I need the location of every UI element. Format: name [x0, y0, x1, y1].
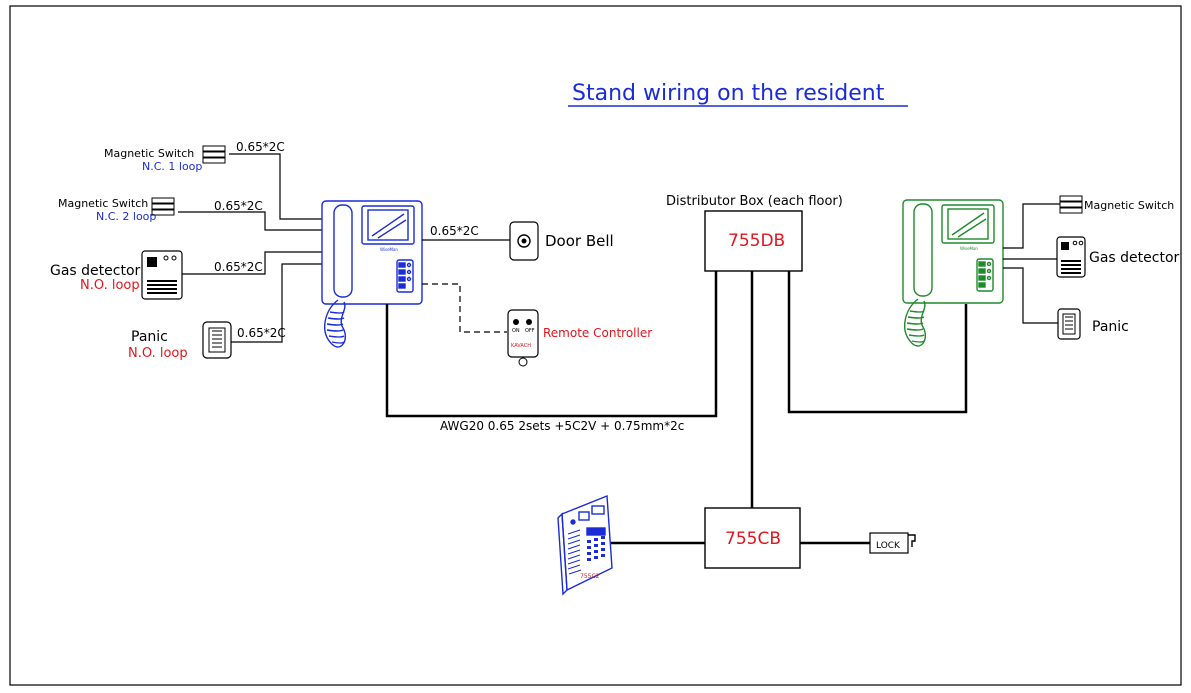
gas-detector-left: Gas detector N.O. loop 0.65*2C	[50, 250, 263, 300]
panic-left: Panic N.O. loop 0.65*2C	[128, 321, 286, 361]
lock-device: LOCK	[869, 532, 916, 554]
svg-text:KAVACH: KAVACH	[511, 343, 531, 349]
door-station-model: 755C2	[580, 573, 600, 580]
gas-detector-right-label: Gas detector	[1089, 250, 1180, 266]
remote-controller-label: Remote Controller	[543, 326, 652, 340]
magnetic-switch-icon	[1059, 195, 1083, 214]
panic-left-loop: N.O. loop	[128, 346, 188, 361]
remote-controller-icon: ON OFF KAVACH	[507, 309, 539, 367]
panic-right-label: Panic	[1092, 319, 1129, 335]
trunk-wires	[385, 271, 968, 545]
gas-detector-left-label: Gas detector	[50, 263, 141, 279]
indoor-monitor-left: WiseMan	[321, 200, 423, 348]
trunk-cable-label: AWG20 0.65 2sets +5C2V + 0.75mm*2c	[440, 419, 684, 433]
lock-label: LOCK	[876, 541, 901, 551]
door-bell-icon	[509, 221, 539, 261]
magnetic-switch-icon	[151, 197, 175, 216]
svg-text:OFF: OFF	[525, 328, 535, 334]
gas-detector-right: Gas detector	[1056, 236, 1180, 278]
gas-detector-left-cable: 0.65*2C	[214, 260, 263, 274]
indoor-monitor-right: WiseMan	[902, 199, 1004, 347]
page-frame	[9, 5, 1182, 686]
svg-text:WiseMan: WiseMan	[960, 246, 978, 251]
panic-left-label: Panic	[131, 329, 168, 345]
left-sensor-wires	[178, 153, 322, 343]
magnetic-switch-2: Magnetic Switch N.C. 2 loop 0.65*2C	[58, 197, 263, 223]
distributor-box	[704, 210, 803, 272]
svg-text:WiseMan: WiseMan	[380, 247, 398, 252]
control-box-model: 755CB	[725, 529, 781, 549]
diagram-title: Stand wiring on the resident	[572, 81, 885, 106]
panic-right: Panic	[1057, 308, 1129, 340]
distributor-caption: Distributor Box (each floor)	[666, 194, 843, 209]
gas-detector-icon	[141, 250, 183, 300]
magnetic-switch-1-label: Magnetic Switch	[104, 147, 194, 160]
magnetic-switch-right: Magnetic Switch	[1059, 195, 1174, 214]
right-sensor-wires	[1003, 203, 1060, 324]
panic-button-icon	[202, 321, 232, 359]
magnetic-switch-1-cable: 0.65*2C	[236, 140, 285, 154]
distributor-model: 755DB	[728, 231, 785, 251]
gas-detector-icon	[1056, 236, 1086, 278]
magnetic-switch-icon	[202, 145, 226, 164]
door-bell-label: Door Bell	[545, 232, 614, 250]
control-box	[704, 507, 801, 569]
magnetic-switch-right-label: Magnetic Switch	[1084, 199, 1174, 212]
magnetic-switch-2-loop: N.C. 2 loop	[96, 210, 156, 223]
magnetic-switch-2-label: Magnetic Switch	[58, 197, 148, 210]
remote-link	[422, 283, 507, 333]
panic-left-cable: 0.65*2C	[237, 326, 286, 340]
magnetic-switch-1-loop: N.C. 1 loop	[142, 160, 202, 173]
svg-text:ON: ON	[512, 328, 520, 334]
doorbell-cable: 0.65*2C	[430, 224, 479, 238]
magnetic-switch-2-cable: 0.65*2C	[214, 199, 263, 213]
outdoor-door-station: 755C2	[557, 494, 613, 596]
gas-detector-left-loop: N.O. loop	[80, 278, 140, 293]
panic-button-icon	[1057, 308, 1081, 340]
magnetic-switch-1: Magnetic Switch N.C. 1 loop 0.65*2C	[104, 140, 285, 173]
